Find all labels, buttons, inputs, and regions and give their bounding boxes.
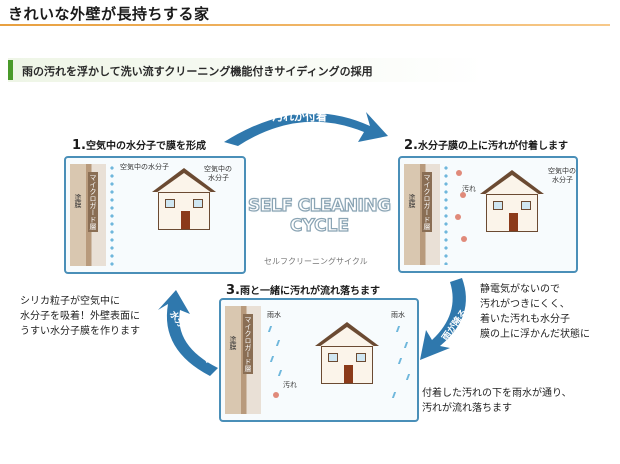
step2-wall-micro-label: マイクロガード層 [422,172,432,232]
note-right-line: 膜の上に浮かんだ状態に [480,329,590,340]
section-title: 雨の汚れを浮かして洗い流すクリーニング機能付きサイディングの採用 [22,65,373,78]
step1-wall-coat-label: 塗膜 [74,194,82,208]
step3-wall: 塗膜 マイクロガード層 [225,306,261,414]
note-left-line: うすい水分子膜を作ります [20,326,140,337]
step2-wall: 塗膜 マイクロガード層 [404,164,440,265]
step2-air-label-2: 水分子 [552,176,573,184]
step1-wall: 塗膜 マイクロガード層 [70,164,106,266]
step1-number: 1. [72,138,86,153]
arrow-rain-falls [420,278,466,360]
step3-wall-coat-label: 塗膜 [229,336,237,350]
step2-water-layer [442,164,450,265]
step3-rain-label-1: 雨水 [267,311,281,319]
step1-water-label: 空気中の水分子 [120,163,169,171]
step2-dirt-label: 汚れ [462,185,476,193]
note-left-line: 水分子を吸着！外壁表面に [20,311,140,322]
note-right-line: 着いた汚れも水分子 [480,314,570,325]
note-left-line: シリカ粒子が空気中に [20,296,120,307]
step2-title-text: 水分子膜の上に汚れが付着します [417,141,568,152]
logo-subtitle: セルフクリーニングサイクル [264,257,368,266]
arrow-reabsorb [158,290,218,376]
logo-line2: CYCLE [289,215,350,236]
arrow-dirt-attach [224,112,388,146]
step2-number: 2. [404,138,418,153]
page-header: きれいな外壁が長持ちする家 [0,0,620,24]
step2-air-label-1: 空気中の [548,167,576,175]
arrow-top-label: 汚れが付着 [272,110,327,123]
step3-title-text: 雨と一緒に汚れが流れ落ちます [239,286,380,297]
step3-rain-label-2: 雨水 [391,311,405,319]
header-underline [0,24,610,26]
note-left: シリカ粒子が空気中に 水分子を吸着！外壁表面に うすい水分子膜を作ります [20,294,140,339]
step1-title: 1.空気中の水分子で膜を形成 [72,137,206,153]
note-bottom-line: 汚れが流れ落ちます [422,403,512,414]
step1-panel: 塗膜 マイクロガード層 空気中の水分子 空気中の 水分子 [64,156,246,274]
section-heading: 雨の汚れを浮かして洗い流すクリーニング機能付きサイディングの採用 [8,58,604,82]
step3-title: 3.雨と一緒に汚れが流れ落ちます [226,282,380,298]
note-right-line: 汚れがつきにくく、 [480,299,570,310]
step1-air-label-1: 空気中の [204,165,232,173]
step1-wall-micro-label: マイクロガード層 [88,172,98,232]
logo-line1: SELF CLEANING [247,195,391,216]
step1-title-text: 空気中の水分子で膜を形成 [85,141,206,152]
step3-dirt-label: 汚れ [283,381,297,389]
section-marker [8,60,13,80]
step2-wall-coat-label: 塗膜 [408,194,416,208]
step1-air-label-2: 水分子 [208,174,229,182]
step1-water-layer [108,164,116,266]
step3-panel: 塗膜 マイクロガード層 雨水 雨水 汚れ [219,298,419,422]
note-right-line: 静電気がないので [480,284,560,295]
note-bottom: 付着した汚れの下を雨水が通り、 汚れが流れ落ちます [422,386,572,416]
page-title: きれいな外壁が長持ちする家 [8,5,210,23]
step3-number: 3. [226,283,240,298]
step3-wall-micro-label: マイクロガード層 [243,314,253,374]
note-right: 静電気がないので 汚れがつきにくく、 着いた汚れも水分子 膜の上に浮かんだ状態に [480,282,590,342]
step2-title: 2.水分子膜の上に汚れが付着します [404,137,568,153]
step2-panel: 塗膜 マイクロガード層 汚れ 空気中の 水分子 [398,156,578,273]
note-bottom-line: 付着した汚れの下を雨水が通り、 [422,388,572,399]
